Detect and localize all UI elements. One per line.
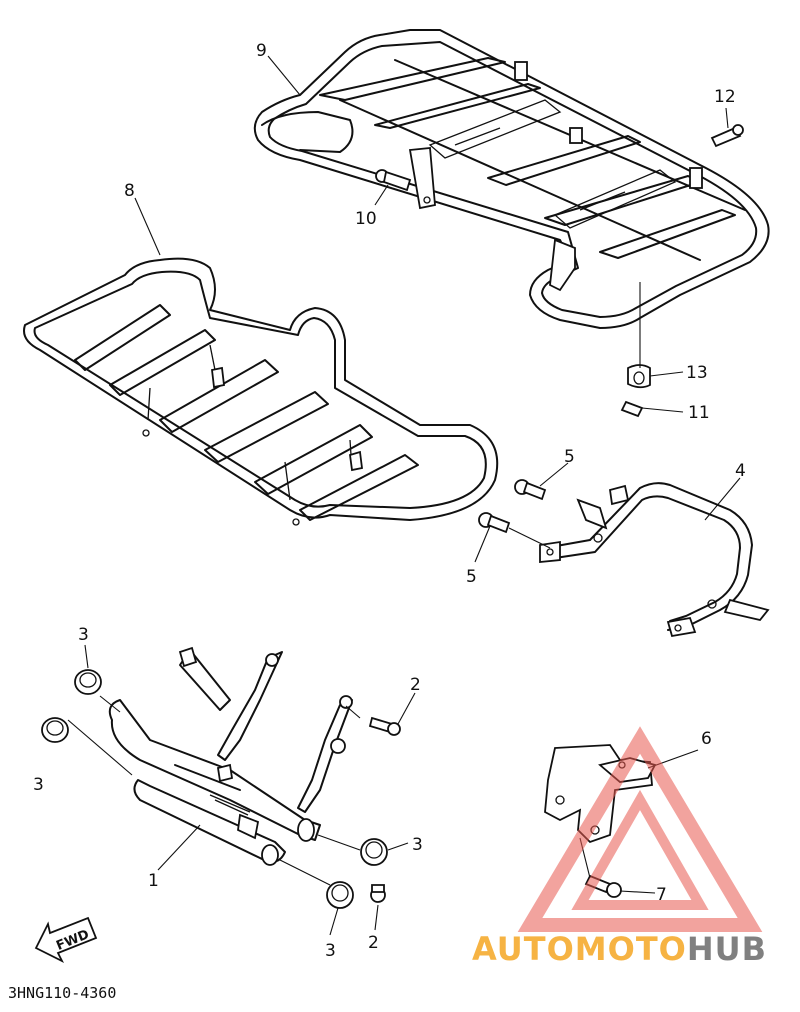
collar-part-13: [627, 364, 651, 389]
grommet-part-3-b: [41, 717, 69, 743]
watermark-logo: [517, 726, 763, 932]
callout-2-lower: 2: [368, 933, 379, 953]
front-carrier-part-8: [23, 257, 499, 526]
callout-3-c: 3: [412, 835, 423, 855]
callout-3-d: 3: [325, 941, 336, 961]
callout-10: 10: [355, 209, 377, 229]
bolt-part-5-upper: [514, 479, 547, 501]
grommet-part-3-d: [326, 881, 354, 909]
callout-1: 1: [148, 871, 159, 891]
watermark-inner-triangle-icon: [571, 789, 709, 910]
svg-text:AUTOMOTOHUB: AUTOMOTOHUB: [472, 930, 767, 968]
watermark-text-part1: AUTOMOTO: [472, 930, 687, 968]
callout-labels: 9 8 10 12 13 11 4 5 5 3 3 2 6 3 1 7 3 2: [33, 41, 746, 961]
bolt-part-2-upper: [368, 716, 401, 736]
watermark-text: AUTOMOTOHUB: [472, 930, 767, 968]
callout-3-a: 3: [78, 625, 89, 645]
drawing-code: 3HNG110-4360: [8, 984, 116, 1002]
callout-5-upper: 5: [564, 447, 575, 467]
watermark-text-part2: HUB: [687, 930, 767, 968]
watermark-triangle-icon: [517, 726, 763, 932]
callout-5-lower: 5: [466, 567, 477, 587]
callout-12: 12: [714, 87, 736, 107]
leader-lines: [67, 55, 741, 936]
rear-carrier-part-9: [253, 29, 770, 329]
grommet-part-3-c: [360, 838, 388, 866]
pin-part-11: [620, 400, 644, 418]
bolt-part-12: [710, 124, 744, 148]
callout-7: 7: [656, 885, 667, 905]
grommet-part-3-a: [74, 669, 102, 695]
bolt-part-10: [375, 169, 412, 192]
callout-6: 6: [701, 729, 712, 749]
callout-2-upper: 2: [410, 675, 421, 695]
callout-13: 13: [686, 363, 708, 383]
callout-3-b: 3: [33, 775, 44, 795]
bolt-part-2-lower: [370, 884, 386, 903]
callout-4: 4: [735, 461, 746, 481]
callout-8: 8: [124, 181, 135, 201]
forward-arrow-icon: FWD: [34, 916, 98, 964]
stay-part-4: [539, 482, 770, 638]
guard-part-1: [108, 646, 353, 866]
callout-11: 11: [688, 403, 710, 423]
callout-9: 9: [256, 41, 267, 61]
bolt-part-5-lower: [478, 512, 511, 534]
